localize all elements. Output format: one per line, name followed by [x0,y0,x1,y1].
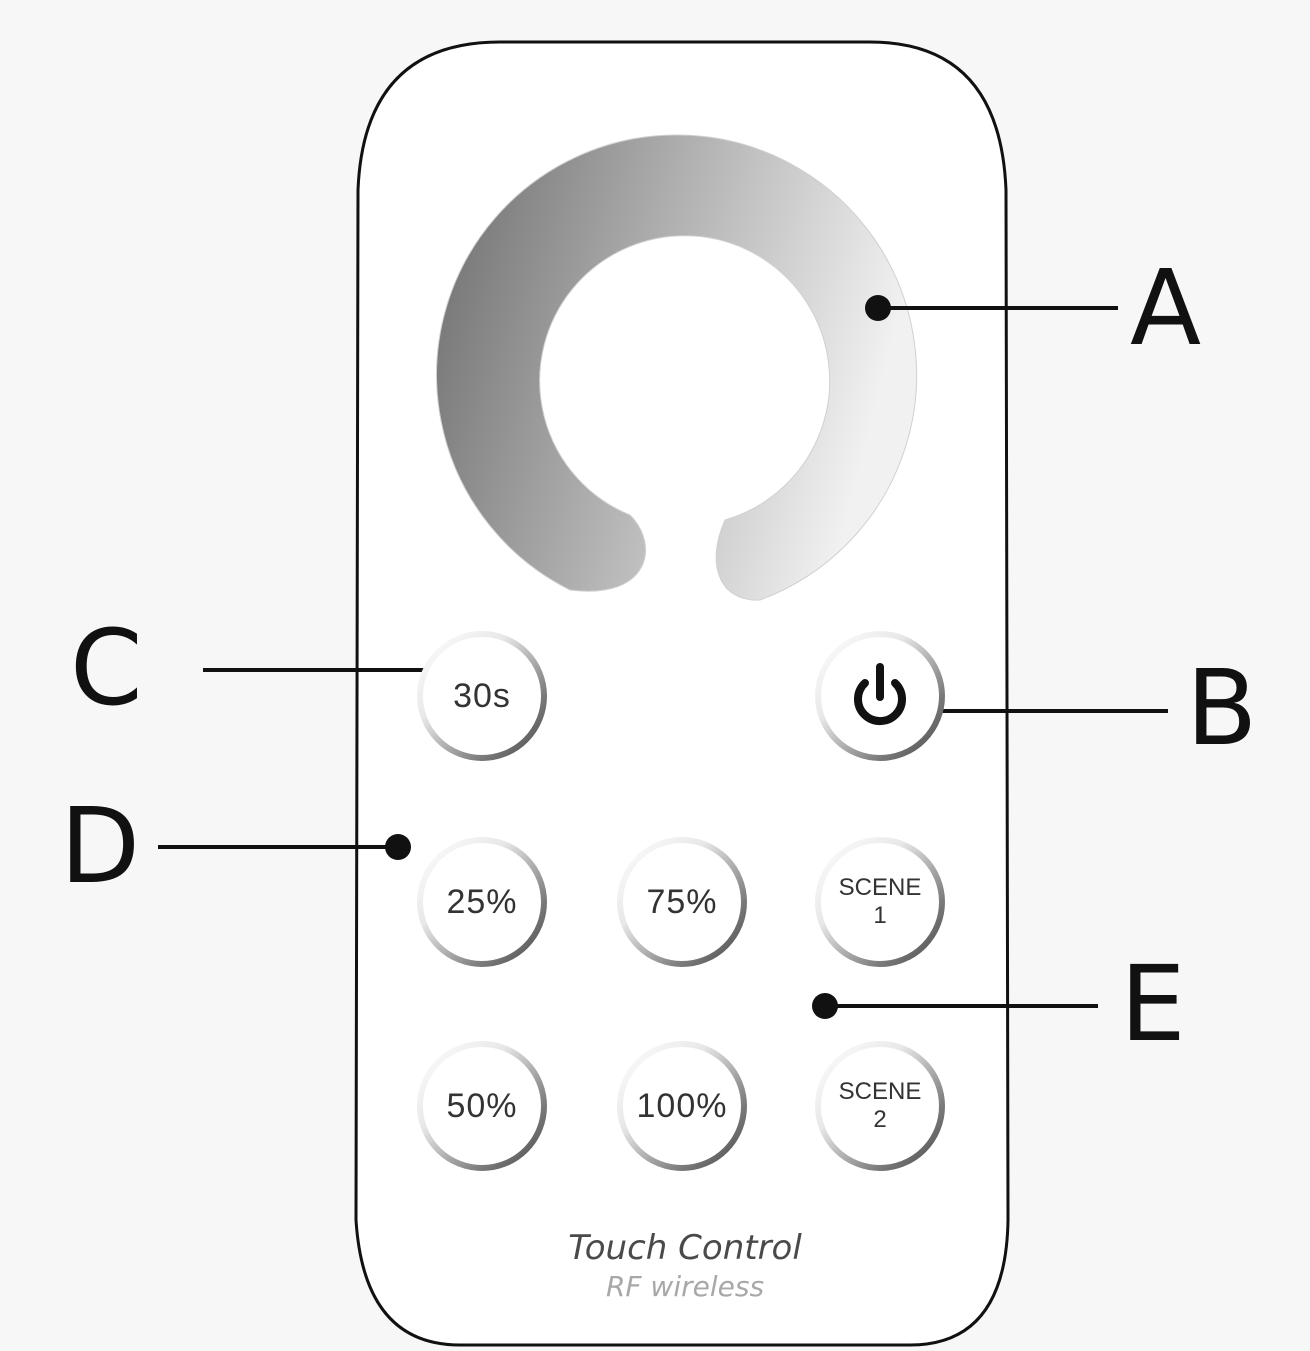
brand-subtitle: RF wireless [605,1270,765,1303]
brand-title: Touch Control [568,1228,802,1268]
scene-2-label-line2: 2 [873,1106,887,1133]
button-ring [815,1041,945,1171]
dim-75-label: 75% [646,882,718,921]
scene-2-button[interactable]: SCENE 2 [812,1038,948,1174]
power-icon [854,663,906,726]
callout-d [158,834,411,860]
callout-letter-a: A [1130,247,1202,369]
button-ring [617,1041,747,1171]
dim-100-label: 100% [636,1086,728,1125]
button-ring [417,1041,547,1171]
power-button[interactable] [812,628,948,764]
dim-100-button[interactable]: 100% [614,1038,750,1174]
dim-25-label: 25% [446,882,518,921]
callout-letter-c: C [70,607,143,729]
callout-e [812,993,1098,1019]
dim-25-button[interactable]: 25% [414,834,550,970]
button-ring [617,837,747,967]
button-ring [417,837,547,967]
callout-letter-e: E [1120,943,1186,1065]
timer-label: 30s [453,676,511,715]
dim-75-button[interactable]: 75% [614,834,750,970]
scene-1-button[interactable]: SCENE 1 [812,834,948,970]
scene-2-label-line1: SCENE [838,1078,922,1105]
timer-30s-button[interactable]: 30s [414,628,550,764]
button-ring [417,631,547,761]
callout-letter-b: B [1186,647,1258,769]
scene-1-label-line1: SCENE [838,874,922,901]
dim-50-label: 50% [446,1086,518,1125]
callout-letter-d: D [60,785,141,907]
callout-a [865,295,1118,321]
dimming-wheel[interactable] [436,134,918,601]
dim-50-button[interactable]: 50% [414,1038,550,1174]
button-ring [815,837,945,967]
scene-1-label-line2: 1 [873,902,887,929]
